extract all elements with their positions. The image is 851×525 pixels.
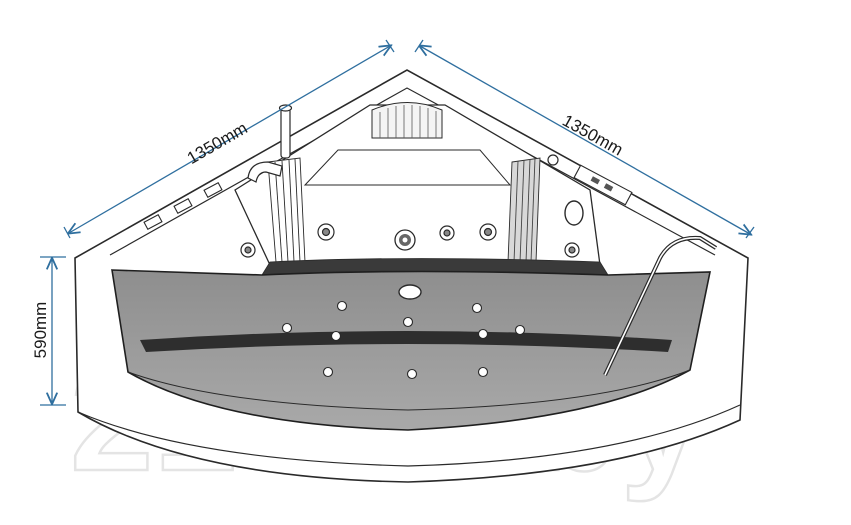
glass-lower-band [140,331,672,352]
floor-jets [281,300,526,380]
front-glass-panel [111,269,711,431]
floor-drain [398,284,422,300]
headrest [371,102,443,139]
back-seat-panel [303,149,512,186]
right-wall-light [564,200,584,226]
deck-knob [547,154,559,166]
right-corner-ribs [507,157,541,263]
dimension-label-right-width: 1350mm [559,111,626,160]
back-speaker-icon [394,229,416,251]
dimension-label-height: 590mm [31,302,50,359]
tub-base-curve [77,404,741,467]
dimension-lines [40,39,755,406]
dimension-label-left-width: 1350mm [184,118,251,168]
hand-shower-icon [278,104,293,159]
glass-inner-line [127,369,691,411]
